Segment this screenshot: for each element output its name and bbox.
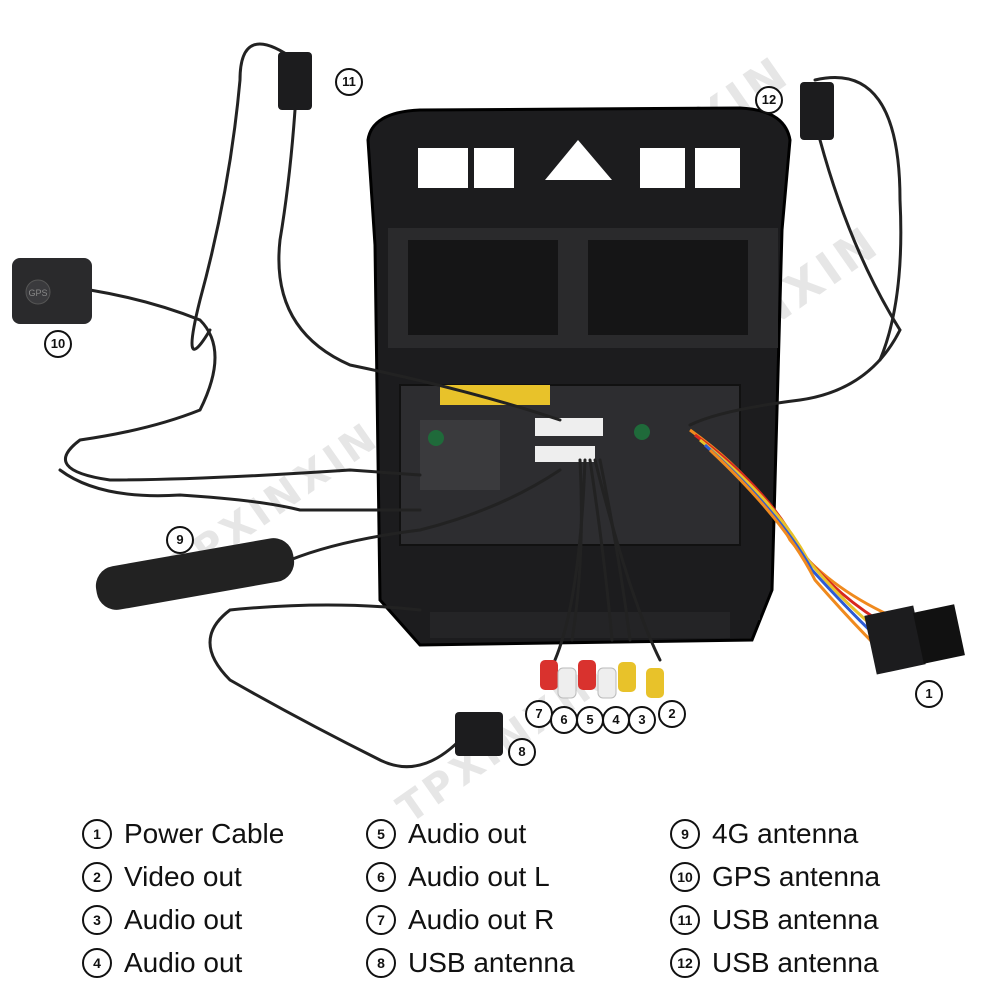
callout-4: 4 bbox=[602, 706, 630, 734]
legend-label: USB antenna bbox=[712, 904, 879, 936]
legend-label: Video out bbox=[124, 861, 242, 893]
legend-item: 3 Audio out bbox=[82, 898, 284, 941]
legend-number: 1 bbox=[82, 819, 112, 849]
legend-item: 1 Power Cable bbox=[82, 812, 284, 855]
legend-item: 5 Audio out bbox=[366, 812, 575, 855]
product-photo: TPXINXIN TPXINXIN TPXINXIN TPXINXIN bbox=[0, 0, 1000, 800]
legend-label: Audio out L bbox=[408, 861, 550, 893]
legend-label: Power Cable bbox=[124, 818, 284, 850]
legend-number: 7 bbox=[366, 905, 396, 935]
legend-item: 4 Audio out bbox=[82, 941, 284, 984]
legend-number: 4 bbox=[82, 948, 112, 978]
legend-item: 2 Video out bbox=[82, 855, 284, 898]
legend-number: 2 bbox=[82, 862, 112, 892]
rca-plugs bbox=[540, 660, 664, 698]
legend-item: 8 USB antenna bbox=[366, 941, 575, 984]
callout-9: 9 bbox=[166, 526, 194, 554]
legend-number: 8 bbox=[366, 948, 396, 978]
legend-item: 11 USB antenna bbox=[670, 898, 880, 941]
legend-item: 10 GPS antenna bbox=[670, 855, 880, 898]
legend-number: 5 bbox=[366, 819, 396, 849]
callout-10: 10 bbox=[44, 330, 72, 358]
legend-item: 9 4G antenna bbox=[670, 812, 880, 855]
legend-item: 7 Audio out R bbox=[366, 898, 575, 941]
callout-12: 12 bbox=[755, 86, 783, 114]
legend-item: 12 USB antenna bbox=[670, 941, 880, 984]
legend-number: 6 bbox=[366, 862, 396, 892]
legend-number: 12 bbox=[670, 948, 700, 978]
legend-label: 4G antenna bbox=[712, 818, 858, 850]
legend-number: 10 bbox=[670, 862, 700, 892]
legend-item: 6 Audio out L bbox=[366, 855, 575, 898]
legend-label: USB antenna bbox=[712, 947, 879, 979]
callout-5: 5 bbox=[576, 706, 604, 734]
callout-7: 7 bbox=[525, 700, 553, 728]
legend-label: GPS antenna bbox=[712, 861, 880, 893]
legend-number: 3 bbox=[82, 905, 112, 935]
legend-label: Audio out bbox=[408, 818, 526, 850]
head-unit-illustration: GPS bbox=[0, 0, 1000, 800]
legend-number: 11 bbox=[670, 905, 700, 935]
callout-6: 6 bbox=[550, 706, 578, 734]
legend-number: 9 bbox=[670, 819, 700, 849]
callout-2: 2 bbox=[658, 700, 686, 728]
iso-connector bbox=[864, 604, 965, 674]
callout-3: 3 bbox=[628, 706, 656, 734]
callout-1: 1 bbox=[915, 680, 943, 708]
gps-label: GPS bbox=[28, 288, 47, 298]
callout-11: 11 bbox=[335, 68, 363, 96]
legend-label: Audio out R bbox=[408, 904, 554, 936]
gps-module: GPS bbox=[12, 258, 92, 324]
lte-antenna bbox=[93, 535, 298, 613]
legend-label: Audio out bbox=[124, 947, 242, 979]
callout-8: 8 bbox=[508, 738, 536, 766]
legend-column-2: 5 Audio out 6 Audio out L 7 Audio out R 8 US… bbox=[366, 812, 575, 984]
legend-label: Audio out bbox=[124, 904, 242, 936]
legend-label: USB antenna bbox=[408, 947, 575, 979]
